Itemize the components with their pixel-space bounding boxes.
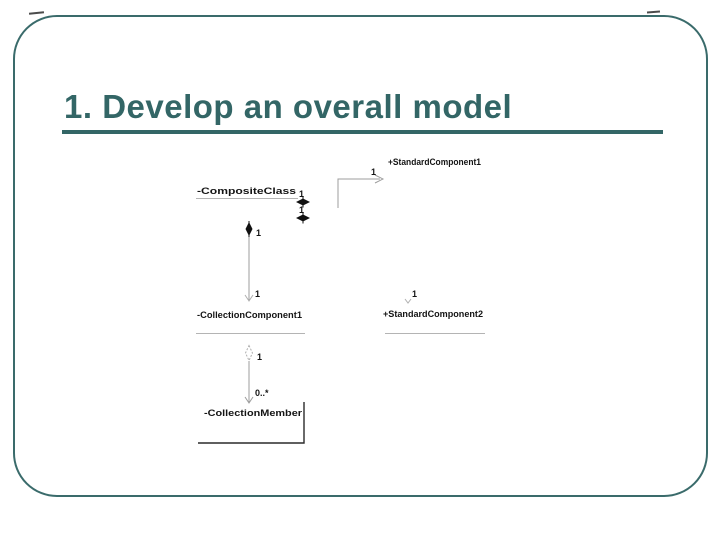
multiplicity-diamond-bottom: 1 bbox=[299, 205, 304, 215]
multiplicity-collection-member-end: 0..* bbox=[255, 388, 269, 398]
multiplicity-composite-end: 1 bbox=[256, 228, 261, 238]
association-line-to-standard-component1 bbox=[337, 178, 380, 208]
composition-diamond-icon bbox=[296, 214, 310, 222]
slide-frame-border bbox=[13, 15, 708, 497]
class-label-standard-component1: +StandardComponent1 bbox=[388, 157, 482, 168]
aggregation-diamond-icon bbox=[244, 344, 254, 362]
composition-diamond-icon bbox=[296, 198, 310, 206]
slide-title: 1. Develop an overall model bbox=[64, 88, 513, 125]
open-arrowhead-down-icon bbox=[404, 298, 412, 304]
multiplicity-diamond-top: 1 bbox=[299, 189, 304, 199]
multiplicity-aggregation-end: 1 bbox=[257, 352, 262, 362]
collection-member-box-edges bbox=[198, 402, 305, 444]
open-arrowhead-right-icon bbox=[374, 174, 385, 184]
open-arrowhead-down-icon bbox=[244, 294, 254, 302]
composition-diamond-icon bbox=[245, 222, 253, 236]
class-label-collection-component1: -CollectionComponent1 bbox=[197, 310, 303, 321]
multiplicity-to-standard-component1: 1 bbox=[371, 167, 376, 177]
class-label-standard-component2: +StandardComponent2 bbox=[383, 309, 483, 320]
multiplicity-to-standard-component2: 1 bbox=[412, 289, 417, 299]
title-underline-rule bbox=[62, 130, 663, 134]
multiplicity-collection-component-end: 1 bbox=[255, 289, 260, 299]
class-label-composite-class: -CompositeClass bbox=[197, 186, 296, 197]
open-arrowhead-down-icon bbox=[244, 396, 254, 404]
class-label-collection-member: -CollectionMember bbox=[204, 408, 302, 419]
